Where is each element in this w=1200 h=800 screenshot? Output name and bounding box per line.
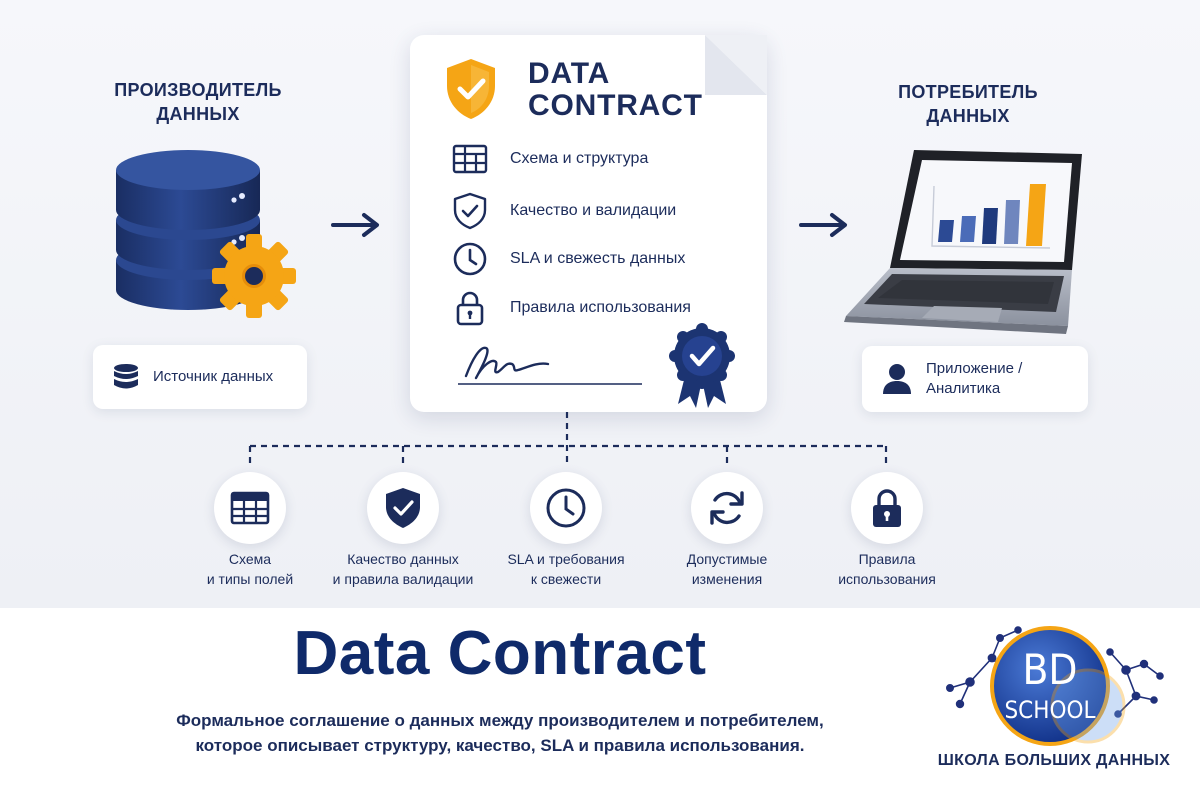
page-title: Data Contract [293,619,707,688]
gear-icon [212,234,296,318]
contract-item-schema: Схема и структура [452,144,648,174]
subtitle-line1: Формальное соглашение о данных между про… [176,711,824,730]
feature-quality-circle [367,472,439,544]
logo-text-bottom: SCHOOL [1004,696,1095,724]
database-small-icon [114,364,138,389]
feature-label-usage: Правила использования [802,549,972,589]
subtitle-line2: которое описывает структуру, качество, S… [195,736,805,755]
contract-title-line2: CONTRACT [528,89,703,122]
feature-usage-circle [851,472,923,544]
consumer-title: ПОТРЕБИТЕЛЬ ДАННЫХ [868,80,1068,128]
contract-item-usage: Правила использования [452,289,691,327]
feature-changes-circle [691,472,763,544]
shield-check-icon [447,59,495,119]
producer-title: ПРОИЗВОДИТЕЛЬ ДАННЫХ [98,78,298,126]
clock-icon [453,242,487,276]
consumer-title-line1: ПОТРЕБИТЕЛЬ [898,82,1038,102]
contract-item-label: Правила использования [510,299,691,316]
feature-label-line1: Допустимые [686,551,768,567]
table-icon [452,144,488,174]
clock-icon [546,488,586,528]
consumer-label: Приложение / Аналитика [926,359,1022,399]
feature-label-line1: Правила [858,551,916,567]
shield-check-icon [386,488,420,528]
feature-label-quality: Качество данных и правила валидации [318,549,488,589]
connector-lines [248,412,888,468]
consumer-label-line2: Аналитика [926,380,1001,397]
contract-title: DATA CONTRACT [528,58,703,122]
laptop-chart-icon [844,150,1082,334]
contract-item-label: Схема и структура [510,150,649,167]
refresh-icon [710,491,744,525]
database-icon [116,150,260,310]
feature-label-line2: и типы полей [206,571,294,587]
rosette-check-icon [669,323,735,408]
consumer-title-line2: ДАННЫХ [926,106,1010,126]
contract-item-quality: Качество и валидации [452,192,676,230]
feature-label-schema: Схема и типы полей [165,549,335,589]
contract-item-label: SLA и свежесть данных [510,250,686,267]
arrow-right-icon [799,213,847,237]
feature-label-sla: SLA и требования к свежести [481,549,651,589]
producer-title-line2: ДАННЫХ [156,104,240,124]
lock-icon [456,291,484,326]
producer-label-card: Источник данных [93,345,307,409]
feature-label-changes: Допустимые изменения [642,549,812,589]
page-fold-icon [705,35,767,95]
consumer-label-line1: Приложение / [926,360,1023,377]
feature-sla-circle [530,472,602,544]
feature-label-line2: к свежести [530,571,602,587]
feature-schema-circle [214,472,286,544]
logo-text-top: BD [1022,645,1077,694]
feature-label-line1: Качество данных [347,551,459,567]
signature-icon [458,346,642,385]
logo-caption: ШКОЛА БОЛЬШИХ ДАННЫХ [937,752,1171,769]
feature-label-line2: использования [838,571,936,587]
producer-label: Источник данных [153,368,274,385]
contract-item-label: Качество и валидации [510,202,677,219]
bd-school-logo: BD SCHOOL [946,626,1164,746]
feature-label-line1: SLA и требования [507,551,625,567]
contract-title-line1: DATA [528,57,611,90]
consumer-label-card: Приложение / Аналитика [862,346,1088,412]
page-subtitle: Формальное соглашение о данных между про… [0,708,1000,758]
feature-label-line2: изменения [691,571,763,587]
shield-check-icon [453,192,487,230]
lock-icon [873,489,901,527]
table-icon [230,491,270,525]
user-icon [883,364,911,394]
feature-label-line2: и правила валидации [332,571,474,587]
contract-item-sla: SLA и свежесть данных [452,241,685,277]
producer-title-line1: ПРОИЗВОДИТЕЛЬ [114,80,282,100]
feature-label-line1: Схема [228,551,272,567]
arrow-right-icon [331,213,379,237]
